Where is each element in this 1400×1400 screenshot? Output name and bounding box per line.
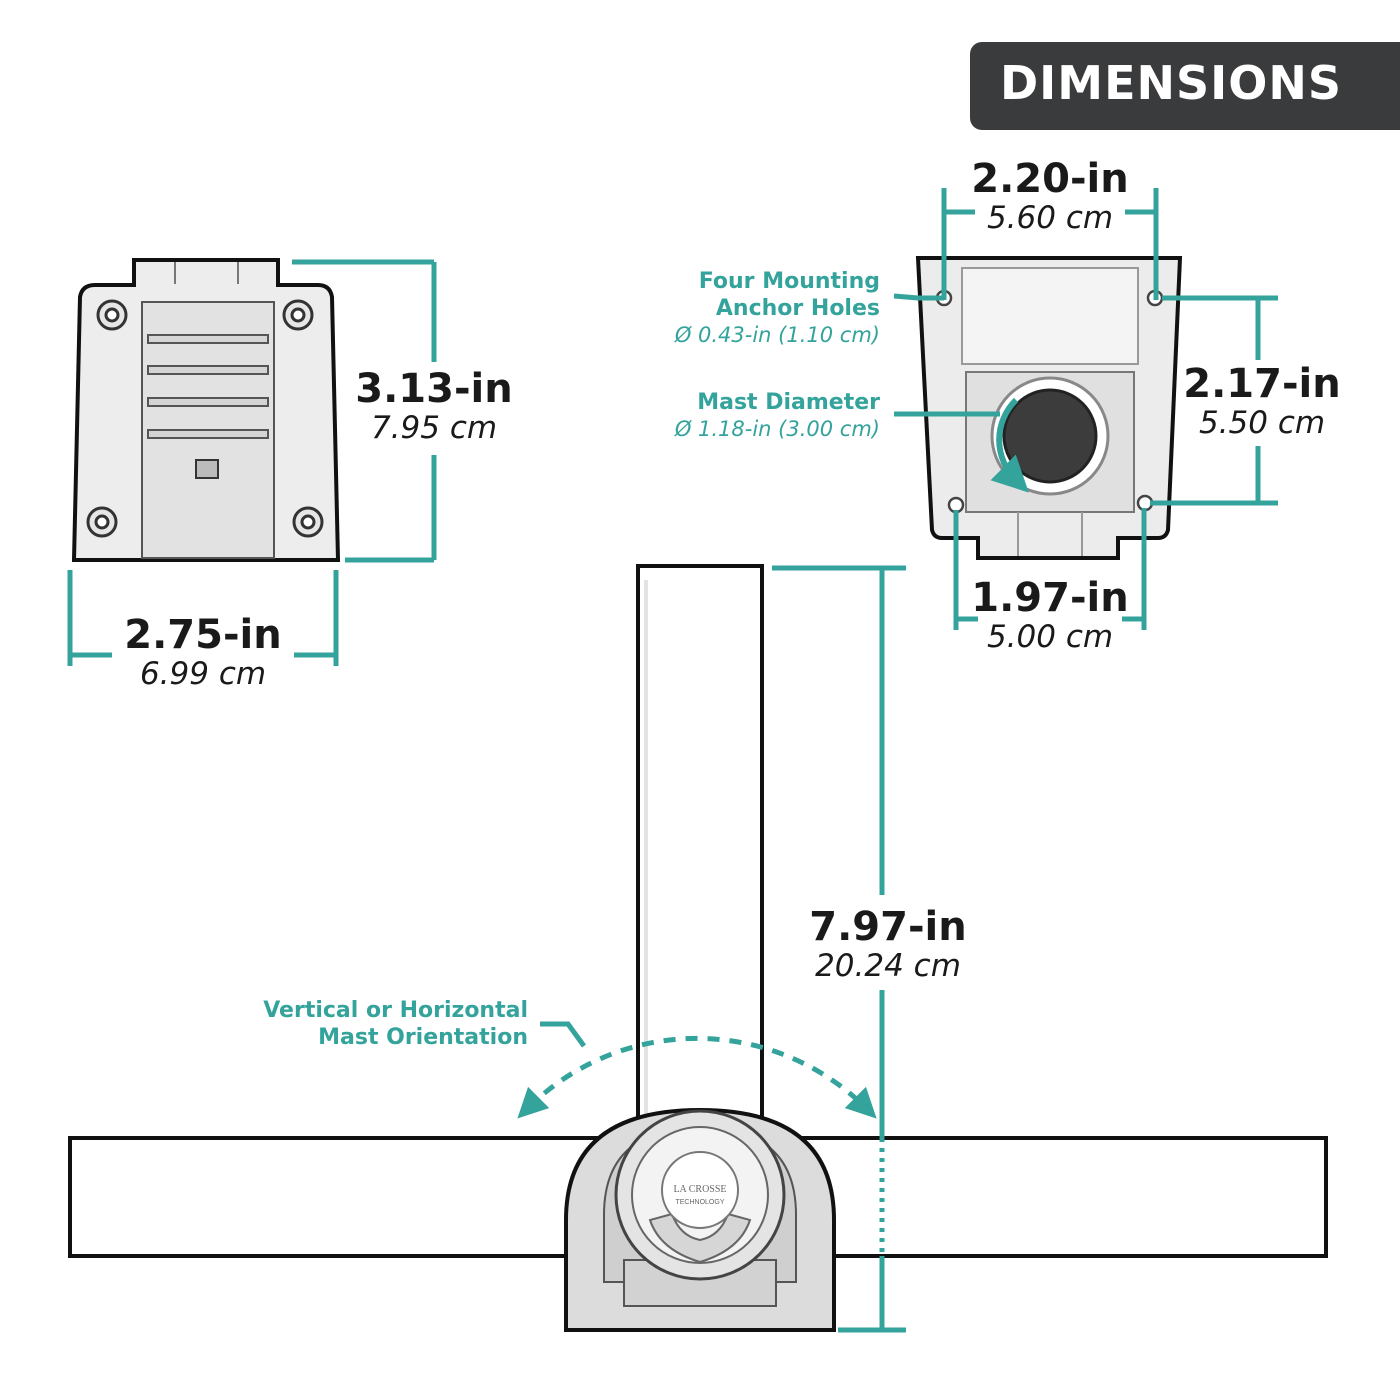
orientation-callout: Vertical or Horizontal Mast Orientation <box>230 997 528 1051</box>
vertical-mast <box>636 564 764 1178</box>
front-dimension-lines <box>67 259 437 666</box>
back-top-width-in: 2.20-in <box>971 156 1129 202</box>
anchor-holes-callout: Four Mounting Anchor Holes Ø 0.43-in (1.… <box>620 268 880 348</box>
orientation-arc <box>517 1035 877 1119</box>
mast-diameter-arrow <box>990 397 1029 493</box>
side-view: LA CROSSE TECHNOLOGY <box>68 564 1328 1332</box>
hole-spacing-in: 2.17-in <box>1183 361 1341 407</box>
hole-spacing-cm: 5.50 cm <box>1198 405 1326 441</box>
orientation-line2: Mast Orientation <box>318 1025 528 1050</box>
front-height-label: 3.13-in 7.95 cm <box>344 368 524 446</box>
back-dimension-lines <box>893 188 1278 630</box>
back-top-width-cm: 5.60 cm <box>986 200 1114 236</box>
header-banner: DIMENSIONS <box>970 42 1400 130</box>
back-bottom-width-cm: 5.00 cm <box>986 619 1114 655</box>
front-height-in: 3.13-in <box>355 366 513 412</box>
back-bottom-width-in: 1.97-in <box>971 575 1129 621</box>
anchor-holes-spec: Ø 0.43-in (1.10 cm) <box>674 323 880 347</box>
front-holes <box>86 299 324 538</box>
side-dimension-lines <box>517 565 906 1333</box>
back-bottom-width-label: 1.97-in 5.00 cm <box>960 577 1140 655</box>
page-title: DIMENSIONS <box>1000 56 1342 110</box>
anchor-holes-title-1: Four Mounting <box>698 269 880 294</box>
mast-hole <box>1002 388 1098 484</box>
mast-diameter-callout: Mast Diameter Ø 1.18-in (3.00 cm) <box>620 389 880 442</box>
mast-diameter-spec: Ø 1.18-in (3.00 cm) <box>674 417 880 441</box>
front-view <box>71 258 341 562</box>
mast-height-in: 7.97-in <box>809 904 967 950</box>
logo-disc <box>661 1151 739 1229</box>
mast-height-cm: 20.24 cm <box>815 948 961 984</box>
back-view <box>915 256 1183 560</box>
logo-line2: TECHNOLOGY <box>675 1199 724 1206</box>
front-width-label: 2.75-in 6.99 cm <box>112 614 294 692</box>
front-width-in: 2.75-in <box>124 612 282 658</box>
anchor-holes-title-2: Anchor Holes <box>715 296 880 321</box>
logo-line1: LA CROSSE <box>673 1184 726 1195</box>
mast-diameter-title: Mast Diameter <box>697 390 880 415</box>
front-screw <box>195 459 219 479</box>
front-width-cm: 6.99 cm <box>139 656 267 692</box>
orientation-line1: Vertical or Horizontal <box>263 998 528 1023</box>
front-rails <box>147 334 269 439</box>
front-height-cm: 7.95 cm <box>370 410 498 446</box>
back-top-width-label: 2.20-in 5.60 cm <box>960 158 1140 236</box>
mast-height-label: 7.97-in 20.24 cm <box>796 906 980 984</box>
hole-spacing-label: 2.17-in 5.50 cm <box>1180 363 1344 441</box>
